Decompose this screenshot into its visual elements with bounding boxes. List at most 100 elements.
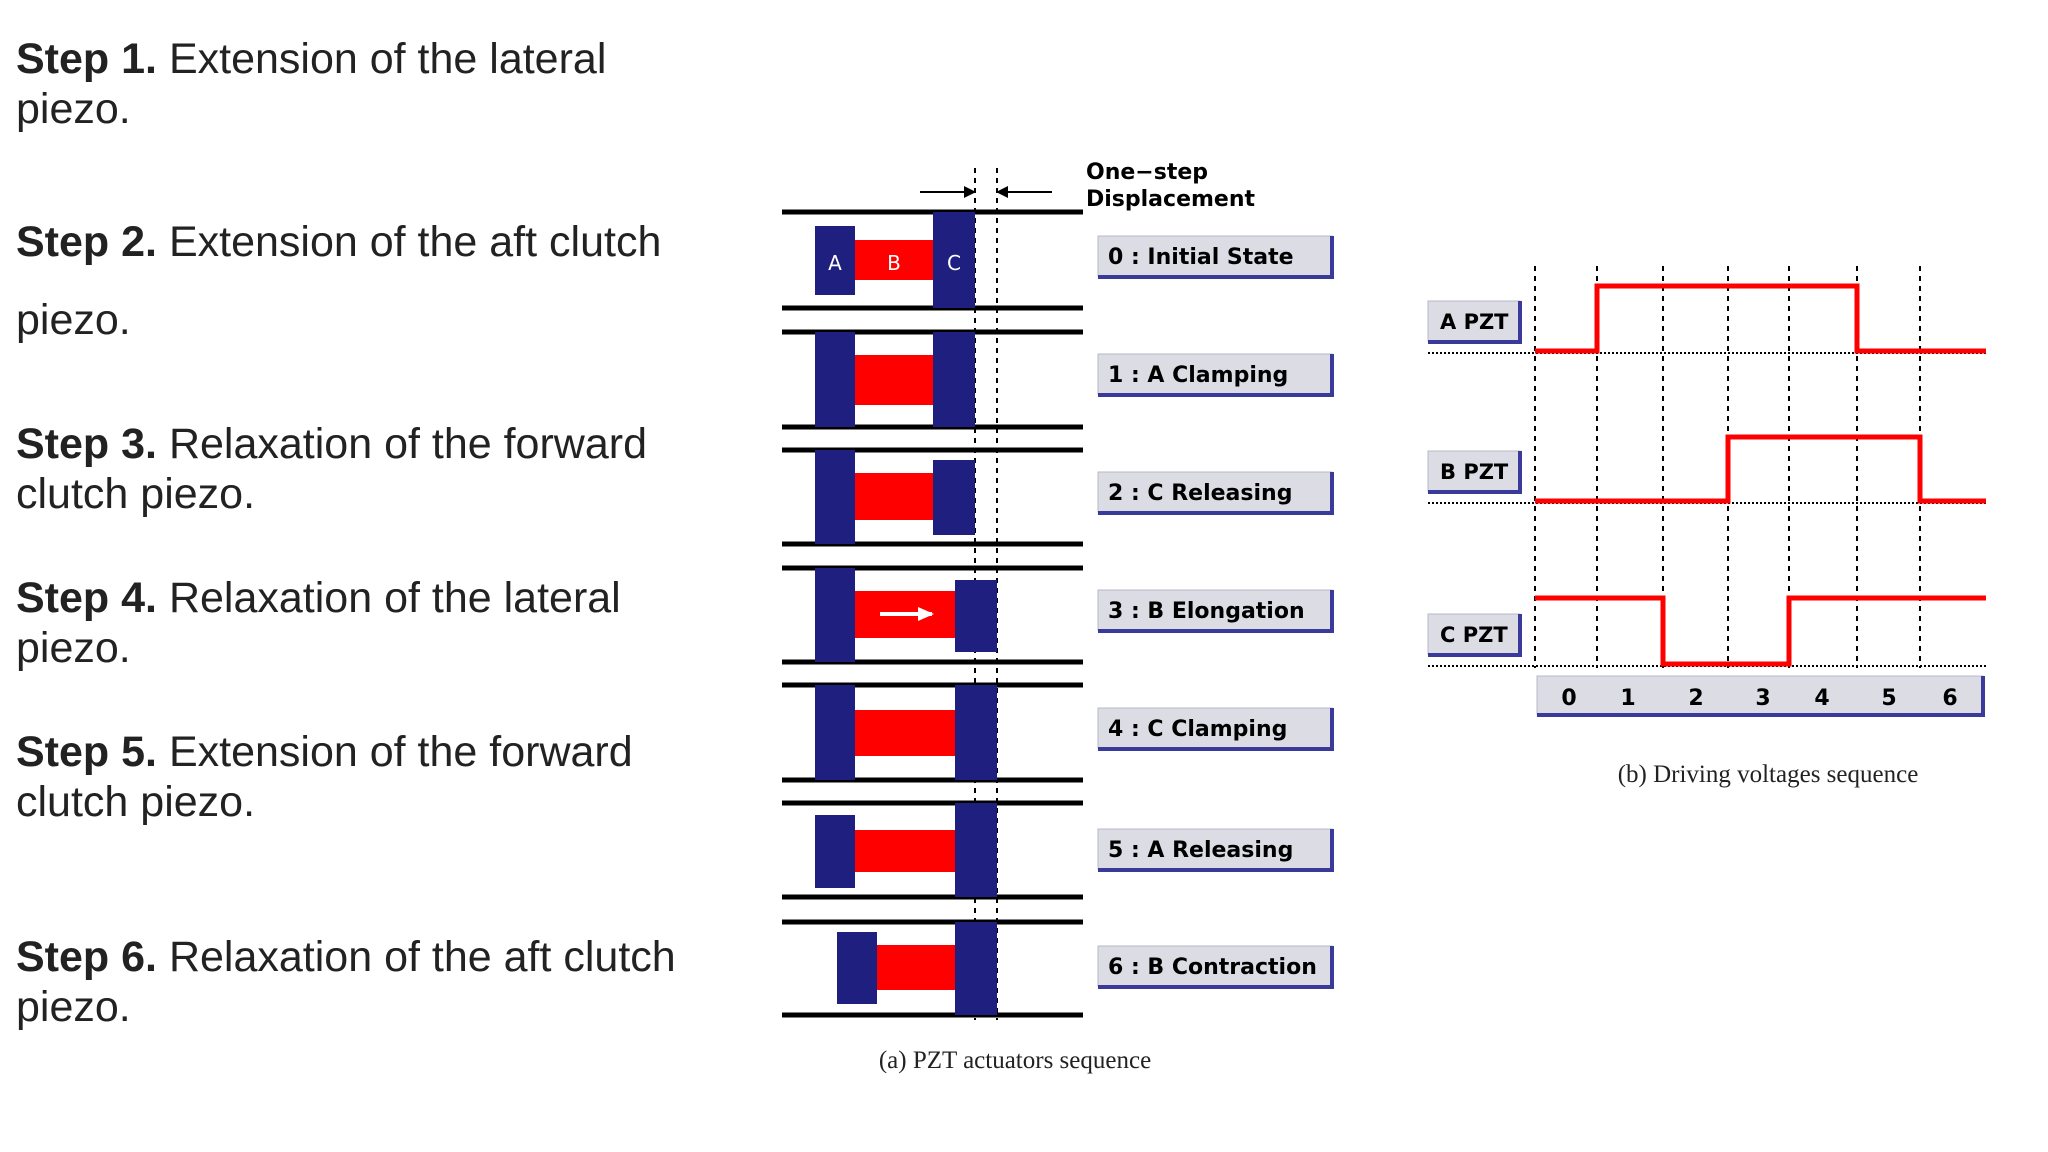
time-axis: 0 1 2 3 4 5 6 bbox=[1536, 675, 1985, 717]
time-tick-0: 0 bbox=[1561, 686, 1576, 711]
step-2-line2: piezo. bbox=[16, 296, 131, 344]
state-box-bg bbox=[1097, 589, 1333, 631]
label-b: B bbox=[887, 251, 901, 275]
state-box-4: 4 : C Clamping bbox=[1097, 707, 1334, 751]
step-6-text: Step 6. Relaxation of the aft clutch pie… bbox=[16, 932, 706, 1032]
step-1-line1: Extension of the lateral bbox=[168, 35, 607, 83]
actuator-row-4 bbox=[782, 682, 1083, 783]
step-1-text: Step 1. Extension of the lateral piezo. bbox=[16, 34, 706, 134]
state-box-bg bbox=[1097, 707, 1333, 749]
lateral-piezo-b bbox=[877, 945, 955, 990]
signal-waveform bbox=[1535, 595, 1986, 667]
clutch-piezo-a bbox=[815, 332, 855, 427]
clutch-piezo-c bbox=[955, 685, 997, 780]
clutch-piezo-a bbox=[815, 226, 855, 295]
state-box-1: 1 : A Clamping bbox=[1097, 353, 1334, 397]
step-1-line2: piezo. bbox=[16, 85, 131, 133]
label-c: C bbox=[947, 251, 961, 275]
state-box-3: 3 : B Elongation bbox=[1097, 589, 1334, 633]
step-4-text: Step 4. Relaxation of the lateral piezo. bbox=[16, 573, 706, 673]
step-3-line2: clutch piezo. bbox=[16, 470, 256, 518]
step-6-number: Step 6. bbox=[16, 933, 157, 981]
step-6-line1: Relaxation of the aft clutch bbox=[168, 933, 676, 981]
clutch-piezo-a bbox=[837, 932, 877, 1004]
clutch-piezo-c bbox=[933, 212, 975, 308]
signal-c-pzt: C PZT bbox=[1427, 595, 1986, 667]
state-label: 0 : Initial State bbox=[1108, 245, 1294, 270]
clutch-piezo-a bbox=[815, 450, 855, 544]
actuator-row-5 bbox=[782, 800, 1083, 900]
signal-waveform bbox=[1535, 434, 1986, 504]
displacement-label-line2: Displacement bbox=[1086, 187, 1256, 212]
state-label-boxes: 0 : Initial State 1 : A Clamping 2 : C Rel… bbox=[1097, 235, 1334, 989]
clutch-piezo-c bbox=[933, 332, 975, 427]
clutch-piezo-a bbox=[815, 568, 855, 662]
clutch-piezo-c bbox=[933, 460, 975, 535]
step-4-line2: piezo. bbox=[16, 624, 131, 672]
step-6-line2: piezo. bbox=[16, 983, 131, 1031]
timing-signals: A PZT B PZT C PZT bbox=[1427, 283, 1986, 667]
displacement-label-line1: One−step bbox=[1086, 160, 1208, 185]
lateral-piezo-b bbox=[855, 710, 955, 756]
state-box-2: 2 : C Releasing bbox=[1097, 471, 1334, 515]
step-5-text: Step 5. Extension of the forward clutch … bbox=[16, 727, 706, 827]
step-4-line1: Relaxation of the lateral bbox=[168, 574, 621, 622]
signal-b-pzt: B PZT bbox=[1427, 434, 1986, 504]
state-box-6: 6 : B Contraction bbox=[1097, 945, 1334, 989]
diagram-b: A PZT B PZT C PZT 0 1 2 3 4 5 6 (b) Driving volt… bbox=[1427, 266, 1986, 788]
signal-label: B PZT bbox=[1440, 460, 1509, 484]
state-label: 5 : A Releasing bbox=[1108, 838, 1293, 863]
signal-a-pzt: A PZT bbox=[1427, 283, 1986, 354]
signal-label: A PZT bbox=[1440, 310, 1509, 334]
time-tick-5: 5 bbox=[1881, 686, 1896, 711]
signal-label: C PZT bbox=[1440, 623, 1508, 647]
state-label: 1 : A Clamping bbox=[1108, 363, 1288, 388]
state-box-0: 0 : Initial State bbox=[1097, 235, 1334, 279]
actuator-row-1 bbox=[782, 329, 1083, 430]
step-3-number: Step 3. bbox=[16, 420, 157, 468]
clutch-piezo-c bbox=[955, 922, 997, 1015]
state-label: 3 : B Elongation bbox=[1108, 599, 1305, 624]
signal-label-bg bbox=[1427, 613, 1521, 655]
lateral-piezo-b bbox=[855, 240, 933, 280]
state-box-5: 5 : A Releasing bbox=[1097, 828, 1334, 872]
step-1-number: Step 1. bbox=[16, 35, 157, 83]
clutch-piezo-a bbox=[815, 685, 855, 780]
time-tick-2: 2 bbox=[1688, 686, 1703, 711]
state-label: 6 : B Contraction bbox=[1108, 955, 1317, 980]
step-4-number: Step 4. bbox=[16, 574, 157, 622]
signal-waveform bbox=[1535, 283, 1986, 354]
caption-a: (a) PZT actuators sequence bbox=[879, 1047, 1151, 1074]
actuator-row-6 bbox=[782, 919, 1083, 1018]
step-2-number: Step 2. bbox=[16, 218, 157, 266]
caption-b: (b) Driving voltages sequence bbox=[1618, 761, 1919, 788]
state-box-bg bbox=[1097, 235, 1333, 277]
state-box-bg bbox=[1097, 945, 1333, 987]
step-2-line1: Extension of the aft clutch bbox=[168, 218, 662, 266]
step-5-line2: clutch piezo. bbox=[16, 778, 256, 826]
step-3-text: Step 3. Relaxation of the forward clutch… bbox=[16, 419, 706, 519]
lateral-piezo-b bbox=[855, 355, 933, 405]
clutch-piezo-a bbox=[815, 815, 855, 888]
step-3-line1: Relaxation of the forward bbox=[168, 420, 647, 468]
time-tick-3: 3 bbox=[1755, 686, 1770, 711]
step-5-line1: Extension of the forward bbox=[168, 728, 633, 776]
lateral-piezo-b bbox=[855, 830, 955, 872]
clutch-piezo-c bbox=[955, 803, 997, 897]
actuator-row-2 bbox=[782, 447, 1083, 547]
step-5-number: Step 5. bbox=[16, 728, 157, 776]
state-label: 2 : C Releasing bbox=[1108, 481, 1292, 506]
time-tick-4: 4 bbox=[1814, 686, 1829, 711]
step-2-text: Step 2. Extension of the aft clutch piez… bbox=[16, 203, 706, 359]
signal-label-bg bbox=[1427, 300, 1521, 342]
actuator-row-3 bbox=[782, 565, 1083, 665]
time-tick-6: 6 bbox=[1942, 686, 1957, 711]
lateral-piezo-b bbox=[855, 473, 933, 520]
state-label: 4 : C Clamping bbox=[1108, 717, 1287, 742]
time-tick-1: 1 bbox=[1620, 686, 1635, 711]
clutch-piezo-c bbox=[955, 580, 997, 652]
